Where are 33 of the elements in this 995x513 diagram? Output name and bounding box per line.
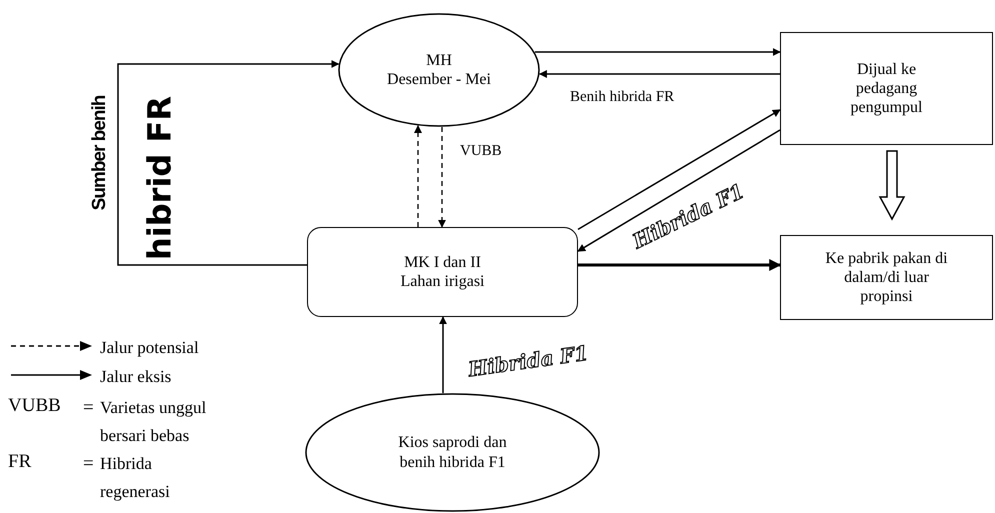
- legend-note: FR: [8, 451, 32, 473]
- rotated-label: Sumber benih: [89, 96, 111, 210]
- rounded-process-box: [307, 227, 578, 317]
- legend-note: =: [83, 397, 94, 419]
- arrow: [577, 129, 780, 252]
- ellipse-node: [338, 13, 540, 127]
- node-text: Kios saprodi dan benih hibrida F1: [397, 433, 508, 472]
- legend-note: VUBB: [8, 395, 61, 417]
- legend-label: Jalur potensial: [100, 338, 199, 358]
- node-text: MH: [426, 50, 452, 70]
- ellipse-node: [305, 393, 600, 512]
- arrow: [438, 126, 446, 228]
- arrow: [538, 70, 780, 78]
- legend-note: Varietas unggul bersari bebas: [100, 397, 208, 447]
- node-text: Dijual ke pedagang pengumpul: [850, 60, 924, 118]
- process-box: [780, 32, 993, 145]
- arrow: [414, 124, 422, 227]
- arrow: [439, 316, 447, 394]
- edge-label: Hibrida F1: [467, 342, 590, 380]
- arrow: [117, 60, 340, 266]
- legend-note: Hibrida regenerasi: [100, 453, 171, 503]
- node-text: MK I dan II: [404, 252, 481, 272]
- arrow: [534, 48, 781, 56]
- arrow: [578, 109, 781, 230]
- block-arrow: [878, 150, 906, 221]
- node-text: Lahan irigasi: [400, 272, 484, 292]
- legend-note: =: [83, 453, 94, 475]
- node-text: Desember - Mei: [387, 70, 491, 90]
- arrow: [578, 259, 782, 271]
- legend-label: Jalur eksis: [100, 367, 172, 387]
- rotated-label: hibrid FR: [142, 96, 178, 260]
- node-text: Ke pabrik pakan di dalam/di luar propinsi: [824, 248, 949, 306]
- process-box: [780, 235, 993, 320]
